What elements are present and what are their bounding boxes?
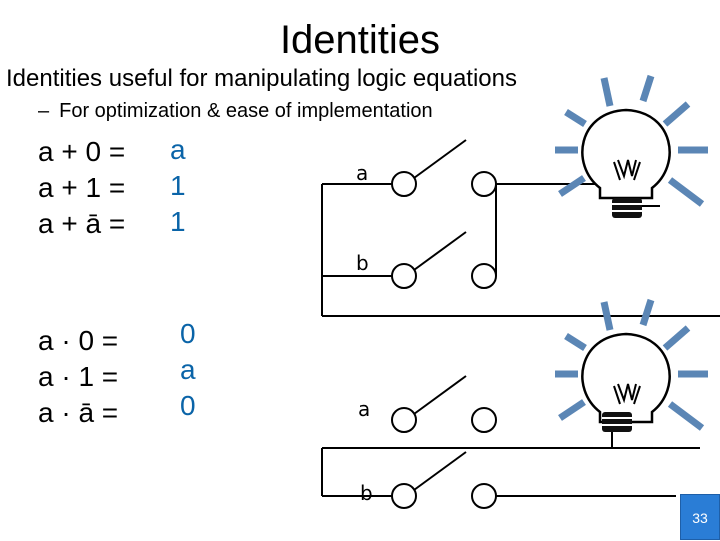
page-number-badge: 33 <box>680 494 720 540</box>
and-identity-expr: a · 0 = <box>38 325 119 356</box>
series-switch-b-label: b <box>360 481 373 505</box>
parallel-switch-b-label: b <box>356 251 369 275</box>
sub-bullet-dash: – <box>38 100 50 122</box>
and-identity-result: 0 <box>180 318 196 349</box>
or-identity-expr: a + 1 = <box>38 172 126 203</box>
bullet-text: Identities useful for manipulating logic… <box>6 65 517 92</box>
light-bulb-icon <box>555 298 708 432</box>
parallel-switch-a-label: a <box>356 161 368 185</box>
switch-b-parallel <box>391 231 497 289</box>
sub-bullet-text: For optimization & ease of implementatio… <box>59 100 433 122</box>
and-identity-result: 0 <box>180 390 196 421</box>
and-identity-expr: a · 1 = <box>38 361 119 392</box>
switch-b-series <box>391 451 497 509</box>
or-identity-expr: a + 0 = <box>38 136 126 167</box>
switch-a-series <box>391 375 497 433</box>
sub-bullet: –For optimization & ease of implementati… <box>38 98 433 124</box>
light-bulb-icon <box>555 74 708 218</box>
series-circuit-wires <box>321 422 700 497</box>
and-identity-expr: a · ā = <box>38 397 119 428</box>
or-identity-result: 1 <box>170 170 186 201</box>
series-switch-a-label: a <box>358 397 370 421</box>
or-identity-result: 1 <box>170 206 186 237</box>
and-identity-result: a <box>180 354 196 385</box>
parallel-circuit-wires <box>321 183 720 317</box>
or-identity-result: a <box>170 134 186 165</box>
switch-a-parallel <box>391 139 497 197</box>
or-identity-expr: a + ā = <box>38 208 126 239</box>
slide-title: Identities <box>279 18 441 62</box>
